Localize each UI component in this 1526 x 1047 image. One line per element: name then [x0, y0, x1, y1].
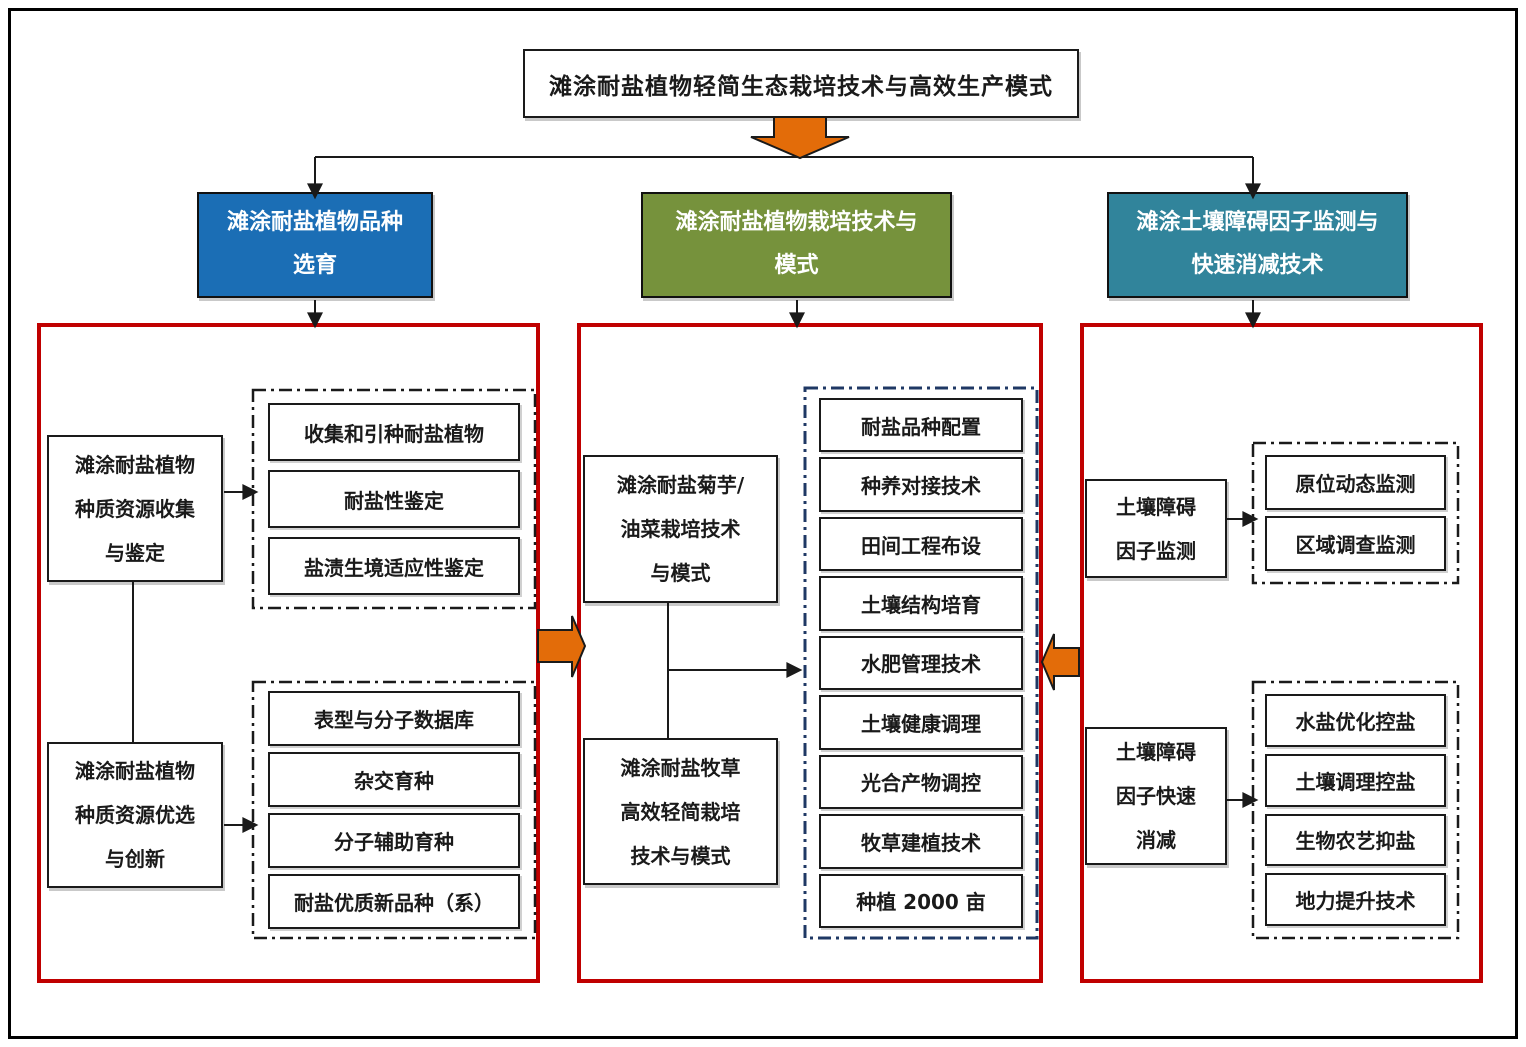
list-item: 土壤调理控盐 — [1265, 753, 1446, 807]
outer-frame — [8, 8, 1518, 1039]
list-item: 水盐优化控盐 — [1265, 694, 1446, 747]
panel-soil — [1080, 323, 1483, 983]
list-item: 区域调查监测 — [1265, 516, 1446, 571]
germplasm-selection-text: 滩涂耐盐植物 种质资源优选 与创新 — [75, 759, 195, 871]
header-soil-text: 滩涂土壤障碍因子监测与 快速消减技术 — [1136, 210, 1379, 278]
forage-text: 滩涂耐盐牧草 高效轻简栽培 技术与模式 — [620, 755, 741, 868]
header-breeding-text: 滩涂耐盐植物品种 选育 — [226, 210, 403, 278]
list-item: 生物农艺抑盐 — [1265, 813, 1446, 867]
list-item: 耐盐性鉴定 — [268, 470, 520, 528]
artichoke-rapeseed-box: 滩涂耐盐菊芋/ 油菜栽培技术 与模式 — [583, 455, 778, 603]
title-text: 滩涂耐盐植物轻简生态栽培技术与高效生产模式 — [549, 73, 1053, 100]
list-item: 土壤健康调理 — [819, 695, 1023, 750]
list-item: 种养对接技术 — [819, 457, 1023, 512]
germplasm-collection-text: 滩涂耐盐植物 种质资源收集 与鉴定 — [75, 452, 195, 565]
header-box-breeding: 滩涂耐盐植物品种 选育 — [197, 192, 433, 298]
header-box-soil: 滩涂土壤障碍因子监测与 快速消减技术 — [1107, 192, 1408, 298]
artichoke-rapeseed-text: 滩涂耐盐菊芋/ 油菜栽培技术 与模式 — [616, 473, 745, 585]
list-item: 牧草建植技术 — [819, 814, 1023, 869]
list-item: 水肥管理技术 — [819, 635, 1023, 691]
list-item: 分子辅助育种 — [268, 813, 520, 868]
list-item: 土壤结构培育 — [819, 576, 1023, 631]
list-item: 收集和引种耐盐植物 — [268, 403, 520, 461]
list-item: 地力提升技术 — [1265, 873, 1446, 926]
collection-items-group: 收集和引种耐盐植物 耐盐性鉴定 盐渍生境适应性鉴定 — [253, 390, 535, 608]
reduction-items-group: 水盐优化控盐 土壤调理控盐 生物农艺抑盐 地力提升技术 — [1253, 682, 1458, 938]
germplasm-collection-box: 滩涂耐盐植物 种质资源收集 与鉴定 — [47, 435, 223, 582]
technique-items-group: 耐盐品种配置 种养对接技术 田间工程布设 土壤结构培育 水肥管理技术 土壤健康调… — [805, 388, 1037, 938]
soil-monitoring-text: 土壤障碍 因子监测 — [1116, 494, 1196, 563]
list-item: 田间工程布设 — [819, 516, 1023, 572]
list-item: 表型与分子数据库 — [268, 691, 520, 746]
soil-monitoring-box: 土壤障碍 因子监测 — [1085, 479, 1227, 578]
soil-reduction-text: 土壤障碍 因子快速 消减 — [1116, 740, 1196, 852]
header-box-cultivation: 滩涂耐盐植物栽培技术与 模式 — [641, 192, 952, 298]
list-item: 耐盐品种配置 — [819, 398, 1023, 453]
header-cultivation-text: 滩涂耐盐植物栽培技术与 模式 — [675, 210, 918, 278]
selection-items-group: 表型与分子数据库 杂交育种 分子辅助育种 耐盐优质新品种（系） — [253, 682, 535, 938]
soil-reduction-box: 土壤障碍 因子快速 消减 — [1085, 727, 1227, 865]
list-item: 耐盐优质新品种（系） — [268, 874, 520, 929]
list-item: 原位动态监测 — [1265, 455, 1446, 510]
title-box: 滩涂耐盐植物轻简生态栽培技术与高效生产模式 — [523, 49, 1079, 118]
forage-box: 滩涂耐盐牧草 高效轻简栽培 技术与模式 — [583, 738, 778, 885]
list-item: 种植 2000 亩 — [819, 873, 1023, 928]
list-item: 盐渍生境适应性鉴定 — [268, 537, 520, 595]
germplasm-selection-box: 滩涂耐盐植物 种质资源优选 与创新 — [47, 742, 223, 888]
list-item: 光合产物调控 — [819, 754, 1023, 810]
monitoring-items-group: 原位动态监测 区域调查监测 — [1253, 443, 1458, 583]
list-item: 杂交育种 — [268, 752, 520, 807]
